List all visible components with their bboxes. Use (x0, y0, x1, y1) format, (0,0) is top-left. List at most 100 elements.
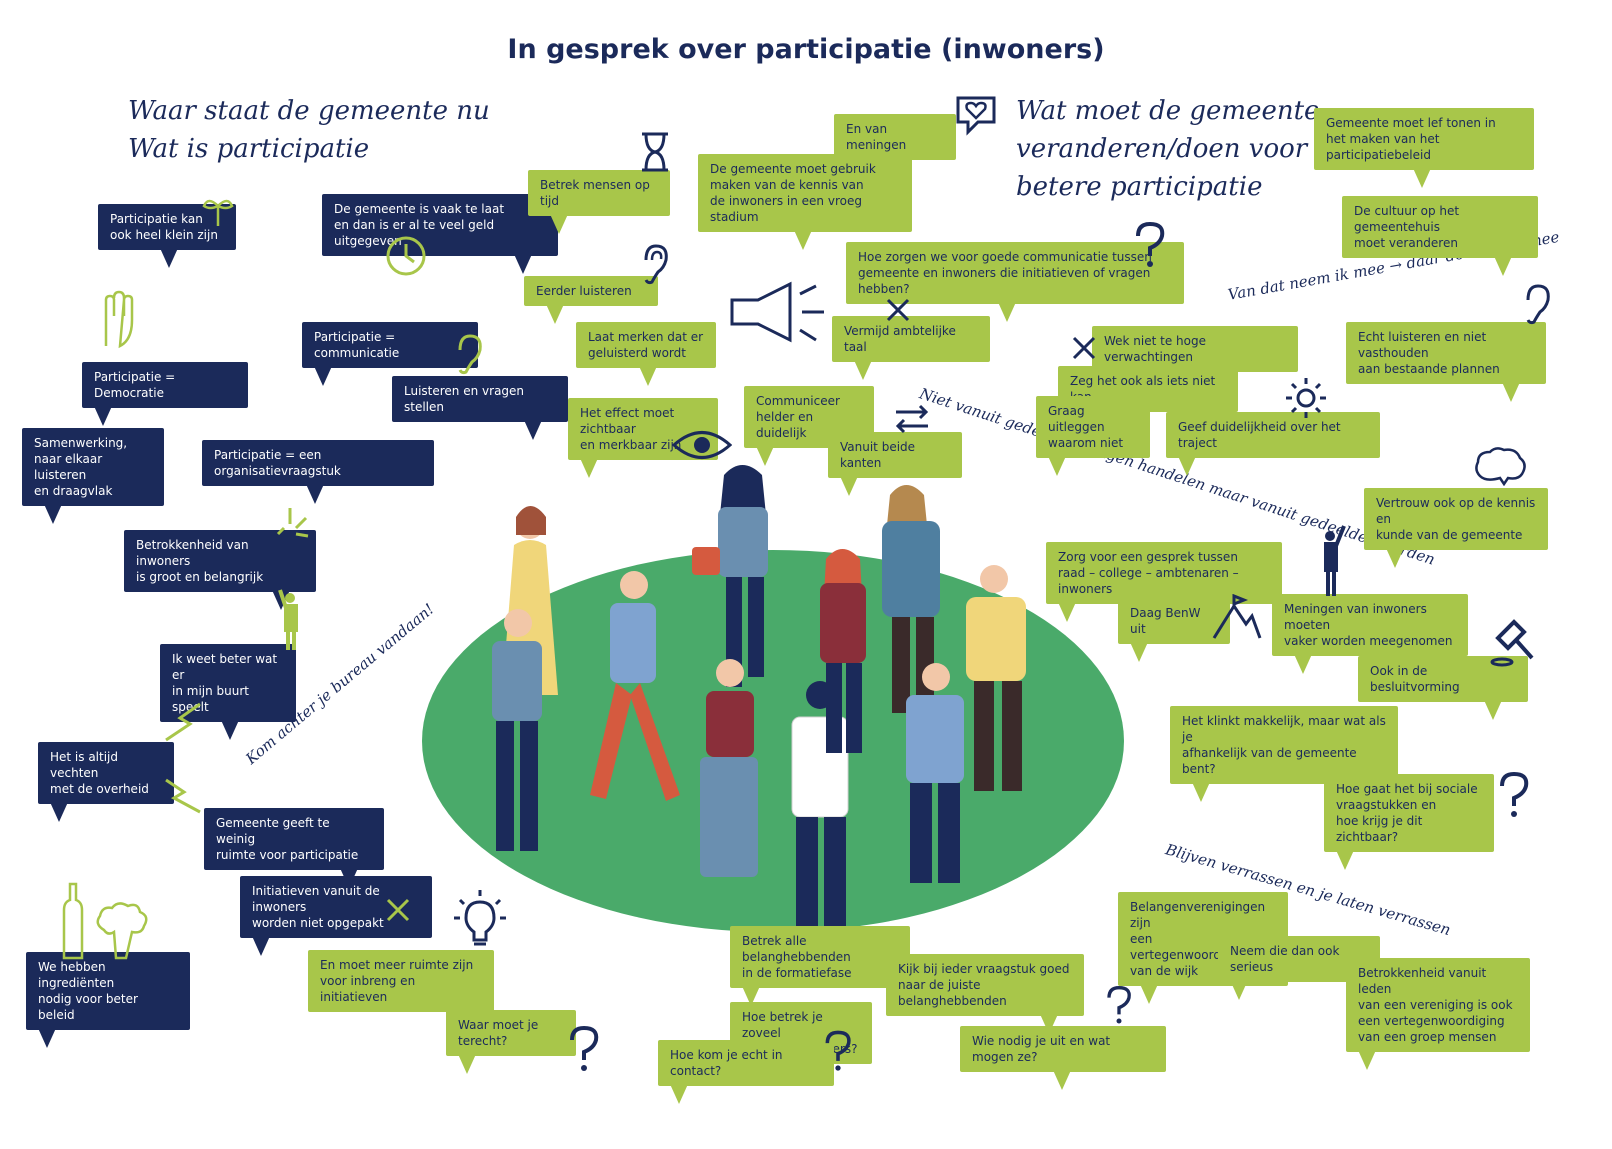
question-icon-right (1500, 772, 1529, 817)
bubble-text: Het is altijd vechten (50, 750, 119, 780)
bubble-text: Geef duidelijkheid over het traject (1178, 420, 1341, 450)
bubble-text: Betrokkenheid vanuit leden (1358, 966, 1487, 996)
bubble-echt-luisteren: Echt luisteren en niet vasthouden aan be… (1346, 322, 1546, 402)
bubble-text: Initiatieven vanuit de inwoners (252, 884, 380, 914)
bubble-text: Hoe gaat het bij sociale (1336, 782, 1478, 796)
ear-icon-small (458, 334, 482, 375)
bubble-terecht: Waar moet je terecht? (446, 1010, 576, 1074)
bubble-text: En van meningen (846, 122, 907, 152)
bubble-afhankelijk: Het klinkt makkelijk, maar wat als je af… (1170, 706, 1398, 802)
bubble-text: Laat merken dat er (588, 330, 704, 344)
bubble-text: ook heel klein zijn (110, 228, 218, 242)
bubble-text: Eerder luisteren (536, 284, 632, 298)
bubble-democratie: Participatie = Democratie (82, 362, 248, 426)
ear-icon-right (1526, 284, 1550, 325)
bubble-text: Samenwerking, (34, 436, 128, 450)
bubble-text: Kijk bij ieder vraagstuk goed (898, 962, 1070, 976)
bubble-text: een vertegenwoordiging (1358, 1014, 1505, 1028)
bubble-text: vraagstukken en (1336, 798, 1437, 812)
bubble-betrokkenheid-leden: Betrokkenheid vanuit leden van een veren… (1346, 958, 1530, 1070)
bubble-formatiefase: Betrek alle belanghebbenden in de format… (730, 926, 910, 1006)
bubble-luisteren-vragen: Luisteren en vragen stellen (392, 376, 568, 440)
bubble-text: gemeente en inwoners die initiatieven of… (858, 266, 1151, 296)
bubble-uitleggen: Graag uitleggen waarom niet (1036, 396, 1150, 476)
bubble-text: De gemeente moet gebruik (710, 162, 876, 176)
eye-icon (672, 431, 732, 459)
bubble-text: Vanuit beide kanten (840, 440, 916, 470)
bubble-participatie-klein: Participatie kan ook heel klein zijn (98, 204, 236, 268)
bubble-samenwerking: Samenwerking, naar elkaar luisteren en d… (22, 428, 164, 524)
question-icon-bottom-2 (825, 1030, 851, 1071)
bubble-text: naar elkaar luisteren (34, 452, 103, 482)
bubble-gesprek-tussen: Zorg voor een gesprek tussen raad – coll… (1046, 542, 1282, 622)
bubble-text: En moet meer ruimte zijn (320, 958, 474, 972)
lightning-icon-2 (165, 778, 201, 814)
person-yellow-sweater (966, 565, 1026, 791)
bottle-broccoli-icon (62, 882, 148, 960)
bubble-text: is groot en belangrijk (136, 570, 264, 584)
heading-left: Waar staat de gemeente nu Wat is partici… (128, 92, 490, 168)
bubble-wie-nodig: Wie nodig je uit en wat mogen ze? (960, 1026, 1166, 1090)
bubble-text: nodig voor beter beleid (38, 992, 138, 1022)
bubble-text: Meningen van inwoners moeten (1284, 602, 1427, 632)
bubble-text: Luisteren en vragen stellen (404, 384, 525, 414)
person-blue-shirt (492, 609, 542, 851)
bubble-text: en draagvlak (34, 484, 113, 498)
bubble-betrek-op-tijd: Betrek mensen op tijd (528, 170, 670, 234)
person-raising-hand-icon (278, 589, 298, 650)
heading-right: Wat moet de gemeente veranderen/doen voo… (1016, 92, 1319, 206)
people-illustration (492, 465, 1026, 927)
bubble-text: Betrokkenheid van inwoners (136, 538, 249, 568)
bubble-text: Participatie = een organisatievraagstuk (214, 448, 341, 478)
bubble-text: Waar moet je terecht? (458, 1018, 539, 1048)
burst-icon (276, 508, 309, 538)
bubble-text: Ik weet beter wat er (172, 652, 278, 682)
bubble-text: hoe krijg je dit zichtbaar? (1336, 814, 1423, 844)
bubble-betrokkenheid: Betrokkenheid van inwoners is groot en b… (124, 530, 316, 610)
bubble-daag-benw: Daag BenW uit (1118, 598, 1230, 662)
bubble-text: Het effect moet zichtbaar (580, 406, 675, 436)
bubble-text: Vermijd ambtelijke taal (844, 324, 956, 354)
raised-hand-icon (104, 290, 134, 349)
bubble-te-laat: De gemeente is vaak te laat en dan is er… (322, 194, 558, 274)
bubble-vertrouw: Vertrouw ook op de kennis en kunde van d… (1364, 488, 1548, 568)
bubble-text: afhankelijk van de gemeente bent? (1182, 746, 1357, 776)
bubble-text: helder en duidelijk (756, 410, 814, 440)
bubble-text: en dan is er al te veel geld uitgegeven (334, 218, 495, 248)
bubble-text: Hoe zorgen we voor goede communicatie tu… (858, 250, 1152, 264)
bubble-echt-contact: Hoe kom je echt in contact? (658, 1040, 834, 1104)
bubble-text: in de formatiefase (742, 966, 852, 980)
bubble-ambtelijke-taal: Vermijd ambtelijke taal (832, 316, 990, 380)
bubble-effect-zichtbaar: Het effect moet zichtbaar en merkbaar zi… (568, 398, 718, 478)
person-maroon-sweater (700, 659, 758, 877)
bubble-duidelijkheid: Geef duidelijkheid over het traject (1166, 412, 1380, 476)
bubble-niet-opgepakt: Initiatieven vanuit de inwoners worden n… (240, 876, 432, 956)
bubble-besluitvorming: Ook in de besluitvorming (1358, 656, 1528, 720)
lightbulb-icon (454, 890, 506, 946)
sprout-icon (202, 199, 234, 226)
bubble-text: Neem die dan ook serieus (1230, 944, 1340, 974)
arrows-icon (895, 404, 929, 434)
bubble-weet-beter: Ik weet beter wat er in mijn buurt speel… (160, 644, 296, 740)
bubble-van-meningen: En van meningen (834, 114, 956, 178)
bubble-text: Gemeente moet lef tonen in (1326, 116, 1496, 130)
bubble-text: Belangenverenigingen zijn (1130, 900, 1266, 930)
cross-icon (886, 298, 910, 322)
bubble-laat-merken: Laat merken dat er geluisterd wordt (576, 322, 716, 386)
bubble-eerder-luisteren: Eerder luisteren (524, 276, 658, 324)
ear-icon (644, 244, 668, 285)
question-icon (1136, 222, 1165, 267)
lightning-icon (165, 702, 201, 742)
heading-right-line: veranderen/doen voor (1016, 134, 1308, 164)
bubble-meer-ruimte: En moet meer ruimte zijn voor inbreng en… (308, 950, 494, 1030)
heading-right-line: betere participatie (1016, 172, 1263, 202)
cross-icon-2 (1072, 336, 1096, 360)
bubble-text: maken van de kennis van (710, 178, 864, 192)
hourglass-icon (642, 132, 668, 172)
bubble-text: Hoe betrek je zoveel (742, 1010, 823, 1040)
bubble-text: Ook in de besluitvorming (1370, 664, 1460, 694)
bubble-text: De gemeente is vaak te laat (334, 202, 505, 216)
bubble-text: van een groep mensen (1358, 1030, 1497, 1044)
bubble-text: Participatie = communicatie (314, 330, 400, 360)
bubble-text: de inwoners in een vroeg stadium (710, 194, 862, 224)
